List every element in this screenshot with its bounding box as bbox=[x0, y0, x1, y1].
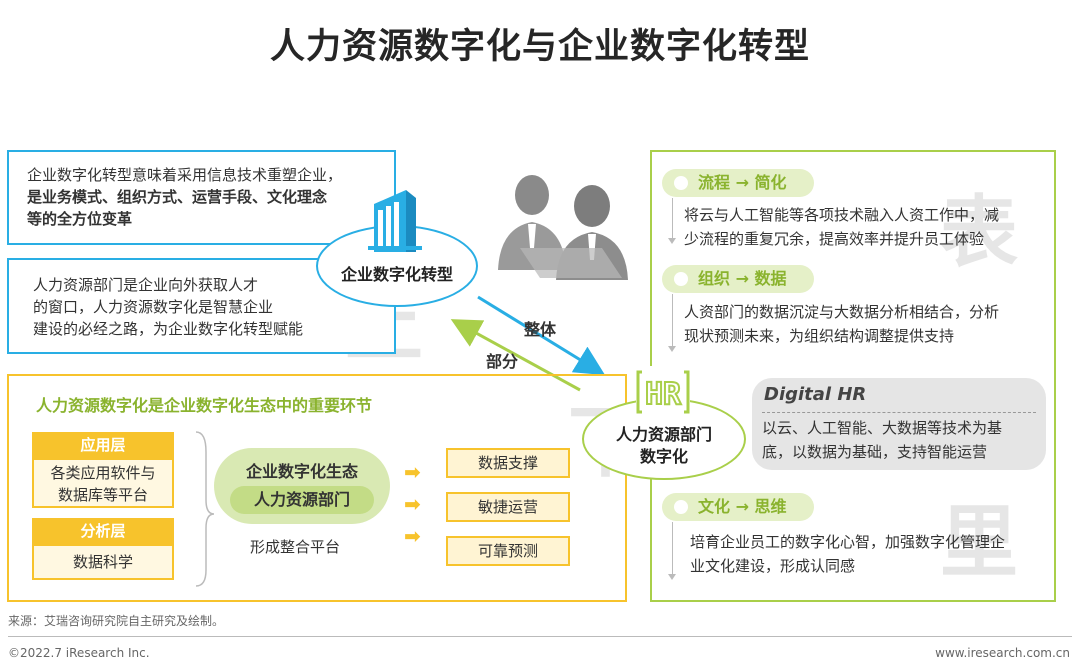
output-arrow-3-icon: ➡ bbox=[404, 524, 421, 548]
org-pill: 组织 → 数据 bbox=[662, 265, 814, 293]
intro-line-3: 等的全方位变革 bbox=[27, 210, 133, 228]
hr-logo-icon: HR bbox=[636, 366, 690, 418]
org-title: 组织 → 数据 bbox=[698, 269, 787, 288]
hr-role-line-3: 建设的必经之路，为企业数字化转型赋能 bbox=[33, 320, 304, 338]
arrow-part bbox=[450, 319, 581, 392]
culture-desc-line-1: 培育企业员工的数字化心智，加强数字化管理企 bbox=[690, 533, 1006, 551]
org-desc-line-1: 人资部门的数据沉淀与大数据分析相结合，分析 bbox=[684, 303, 1000, 321]
bg-char-surface: 表 bbox=[940, 188, 1019, 278]
enterprise-transformation-label: 企业数字化转型 bbox=[340, 265, 453, 284]
ecosystem-brace bbox=[195, 431, 215, 587]
org-connector bbox=[668, 294, 676, 352]
flow-connector bbox=[668, 198, 676, 244]
platform-label: 形成整合平台 bbox=[250, 538, 341, 556]
bg-char-inner: 里 bbox=[940, 498, 1019, 588]
arrow-whole bbox=[477, 295, 606, 376]
analysis-layer-body: 数据科学 bbox=[32, 544, 174, 580]
output-data-support: 数据支撑 bbox=[446, 448, 570, 478]
digital-hr-divider bbox=[762, 412, 1036, 413]
flow-desc-line-2: 少流程的重复冗余，提高效率并提升员工体验 bbox=[684, 230, 985, 248]
app-layer-label: 应用层 bbox=[32, 432, 174, 458]
analysis-layer-label: 分析层 bbox=[32, 518, 174, 544]
org-desc-line-2: 现状预测未来，为组织结构调整提供支持 bbox=[684, 327, 955, 345]
building-icon bbox=[368, 190, 422, 252]
flow-pill: 流程 → 简化 bbox=[662, 169, 814, 197]
business-people-icon bbox=[498, 175, 628, 280]
hr-role-line-1: 人力资源部门是企业向外获取人才 bbox=[33, 276, 259, 294]
ecosystem-box bbox=[7, 374, 627, 602]
output-arrow-2-icon: ➡ bbox=[404, 492, 421, 516]
culture-dot-icon bbox=[674, 500, 688, 514]
culture-desc-line-2: 业文化建设，形成认同感 bbox=[690, 557, 856, 575]
digital-hr-panel: Digital HR 以云、人工智能、大数据等技术为基 底，以数据为基础，支持智… bbox=[752, 378, 1046, 470]
source-note: 来源：艾瑞咨询研究院自主研究及绘制。 bbox=[8, 614, 225, 628]
flow-title: 流程 → 简化 bbox=[698, 173, 787, 192]
output-agile-ops: 敏捷运营 bbox=[446, 492, 570, 522]
hr-digitalization-line-2: 数字化 bbox=[639, 447, 688, 466]
intro-line-2: 是业务模式、组织方式、运营手段、文化理念 bbox=[27, 188, 328, 206]
digital-hr-line-2: 底，以数据为基础，支持智能运营 bbox=[762, 443, 988, 461]
svg-text:HR: HR bbox=[645, 377, 682, 412]
ecosystem-center-top: 企业数字化生态 bbox=[245, 462, 358, 481]
ecosystem-ellipse: 企业数字化生态 人力资源部门 bbox=[214, 448, 390, 524]
copyright: ©2022.7 iResearch Inc. bbox=[8, 646, 150, 660]
app-layer-body: 各类应用软件与 数据库等平台 bbox=[32, 458, 174, 508]
culture-title: 文化 → 思维 bbox=[698, 497, 787, 516]
output-reliable-forecast: 可靠预测 bbox=[446, 536, 570, 566]
flow-dot-icon bbox=[674, 176, 688, 190]
org-dot-icon bbox=[674, 272, 688, 286]
hr-role-line-2: 的窗口，人力资源数字化是智慧企业 bbox=[33, 298, 274, 316]
culture-connector bbox=[668, 522, 676, 580]
arrow-part-label: 部分 bbox=[486, 352, 519, 371]
website-link[interactable]: www.iresearch.com.cn bbox=[935, 646, 1070, 660]
hr-digitalization-line-1: 人力资源部门 bbox=[615, 425, 712, 444]
org-desc: 人资部门的数据沉淀与大数据分析相结合，分析 现状预测未来，为组织结构调整提供支持 bbox=[684, 300, 999, 348]
flow-desc: 将云与人工智能等各项技术融入人资工作中，减 少流程的重复冗余，提高效率并提升员工… bbox=[684, 203, 999, 251]
page-title: 人力资源数字化与企业数字化转型 bbox=[269, 27, 810, 67]
ecosystem-heading: 人力资源数字化是企业数字化生态中的重要环节 bbox=[36, 396, 373, 415]
flow-desc-line-1: 将云与人工智能等各项技术融入人资工作中，减 bbox=[684, 206, 1000, 224]
digital-hr-title: Digital HR bbox=[764, 384, 867, 405]
digital-hr-line-1: 以云、人工智能、大数据等技术为基 bbox=[762, 419, 1003, 437]
intro-box: 企业数字化转型意味着采用信息技术重塑企业， 是业务模式、组织方式、运营手段、文化… bbox=[7, 150, 396, 245]
output-arrow-1-icon: ➡ bbox=[404, 460, 421, 484]
arrow-whole-label: 整体 bbox=[524, 320, 557, 339]
footer-divider bbox=[8, 636, 1072, 637]
culture-desc: 培育企业员工的数字化心智，加强数字化管理企 业文化建设，形成认同感 bbox=[690, 530, 1005, 578]
ecosystem-center-bottom: 人力资源部门 bbox=[230, 486, 374, 514]
app-layer-line-1: 各类应用软件与 bbox=[50, 464, 156, 482]
app-layer-line-2: 数据库等平台 bbox=[57, 486, 148, 504]
intro-line-1: 企业数字化转型意味着采用信息技术重塑企业， bbox=[27, 166, 343, 184]
culture-pill: 文化 → 思维 bbox=[662, 493, 814, 521]
